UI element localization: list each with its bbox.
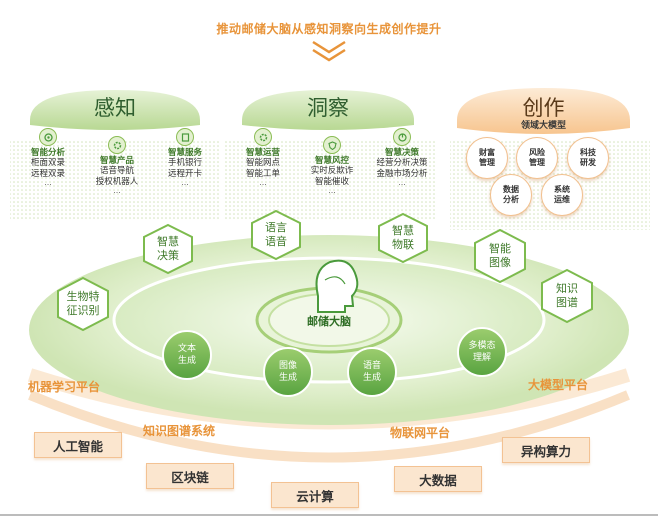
platform-label: 机器学习平台 [28, 380, 101, 394]
hexagon-shape-2 [251, 209, 301, 261]
gen-circle-1 [162, 330, 212, 380]
feature-name: 智慧风控 [314, 156, 349, 166]
feature-item: 智慧服务 手机银行 远程开卡 ... [154, 128, 216, 187]
domain-bubble: 系统 运维 [541, 174, 583, 216]
infra-label: 异构算力 [520, 443, 571, 459]
infra-label: 区块链 [171, 469, 209, 485]
head-icon [315, 259, 359, 313]
feature-line: 授权机器人 [95, 177, 139, 187]
generation-label: 多模态 理解 [468, 341, 496, 363]
generation-label: 语音 生成 [362, 361, 381, 383]
gen-circle-4 [457, 327, 507, 377]
hexagon-label: 智能 图像 [489, 242, 511, 269]
gear-icon [254, 128, 272, 146]
cap-insight-shape [242, 90, 414, 130]
feature-line: 智能工单 [245, 169, 280, 179]
domain-bubble: 财富 管理 [466, 137, 508, 179]
feature-item: 智慧决策 经营分析决策 金融市场分析 ... [369, 128, 435, 187]
feature-item: 智慧风控 实时反欺诈 智能催收 ... [297, 136, 367, 195]
feature-ellipsis: ... [328, 186, 336, 195]
feature-line: 手机银行 [167, 158, 202, 168]
infra-box: 区块链 [146, 463, 234, 489]
feature-name: 智慧产品 [99, 156, 134, 166]
feature-name: 智慧服务 [167, 148, 202, 158]
infra-label: 大数据 [419, 472, 457, 488]
domain-label: 数据 分析 [503, 185, 519, 204]
domain-label: 系统 运维 [554, 185, 570, 204]
feature-ellipsis: ... [44, 178, 52, 187]
hexagon-shape-3 [378, 212, 428, 264]
feature-ellipsis: ... [398, 178, 406, 187]
target-icon [39, 128, 57, 146]
feature-item: 智能分析 柜面双录 远程双录 ... [18, 128, 78, 187]
feature-line: 智能网点 [245, 158, 280, 168]
cap-perception-shape [30, 90, 200, 130]
platform-label: 物联网平台 [390, 426, 451, 440]
generation-label: 文本 生成 [177, 344, 196, 366]
domain-bubble: 数据 分析 [490, 174, 532, 216]
infra-label: 人工智能 [52, 438, 103, 454]
hexagon-label: 知识 图谱 [556, 282, 578, 309]
gen-circle-3 [347, 347, 397, 397]
platform-label: 知识图谱系统 [143, 424, 216, 438]
feature-group-insight: 智慧运营 智能网点 智能工单 ... 智慧风控 实时反欺诈 智能催收 ... 智… [233, 128, 433, 208]
cap-subtitle-creation: 领域大模型 [520, 121, 566, 131]
domain-label: 科技 研发 [580, 148, 596, 167]
feature-name: 智慧运营 [245, 148, 280, 158]
shield-icon [323, 136, 341, 154]
infra-box: 异构算力 [502, 437, 590, 463]
orange-arc-outer [28, 390, 630, 463]
platform-label: 大模型平台 [528, 378, 589, 392]
cap-title-perception: 感知 [94, 96, 136, 120]
domain-bubble: 科技 研发 [567, 137, 609, 179]
feature-item: 智慧运营 智能网点 智能工单 ... [233, 128, 293, 187]
domain-label: 风险 管理 [529, 148, 545, 167]
gear-icon [108, 136, 126, 154]
hexagon-shape-6 [541, 268, 593, 324]
domain-bubble: 风险 管理 [516, 137, 558, 179]
gen-circle-2 [263, 347, 313, 397]
infra-box: 人工智能 [34, 432, 122, 458]
infra-box: 云计算 [271, 482, 359, 508]
feature-ellipsis: ... [181, 178, 189, 187]
chevron-down-icon [312, 40, 346, 62]
feature-ellipsis: ... [113, 186, 121, 195]
infra-box: 大数据 [394, 466, 482, 492]
feature-item: 智慧产品 语音导航 授权机器人 ... [82, 136, 152, 195]
feature-line: 柜面双录 [30, 158, 65, 168]
feature-line: 远程双录 [30, 169, 65, 179]
feature-line: 智能催收 [314, 177, 349, 187]
cap-title-creation: 创作 [522, 96, 565, 120]
feature-line: 金融市场分析 [376, 169, 428, 179]
infra-label: 云计算 [296, 488, 334, 504]
feature-name: 智能分析 [30, 148, 65, 158]
cap-title-insight: 洞察 [307, 96, 349, 120]
hexagon-label: 智慧 物联 [392, 224, 414, 251]
feature-line: 语音导航 [99, 166, 134, 176]
feature-line: 经营分析决策 [376, 158, 428, 168]
document-icon [176, 128, 194, 146]
generation-label: 图像 生成 [278, 361, 297, 383]
chart-icon [393, 128, 411, 146]
domain-label: 财富 管理 [479, 148, 495, 167]
feature-line: 实时反欺诈 [310, 166, 354, 176]
feature-group-perception: 智能分析 柜面双录 远程双录 ... 智慧产品 语音导航 授权机器人 ... 智… [18, 128, 218, 208]
feature-line: 远程开卡 [167, 169, 202, 179]
hexagon-shape-1 [143, 223, 193, 275]
feature-name: 智慧决策 [384, 148, 419, 158]
hexagon-label: 智慧 决策 [157, 235, 179, 262]
hexagon-shape-4 [57, 276, 109, 332]
feature-ellipsis: ... [259, 178, 267, 187]
hexagon-label: 语言 语音 [265, 221, 287, 248]
cap-creation-shape [457, 88, 630, 134]
center-label: 邮储大脑 [307, 315, 351, 328]
hexagon-shape-5 [474, 228, 526, 284]
page-title: 推动邮储大脑从感知洞察向生成创作提升 [216, 22, 442, 36]
hexagon-label: 生物特 征识别 [66, 290, 100, 317]
